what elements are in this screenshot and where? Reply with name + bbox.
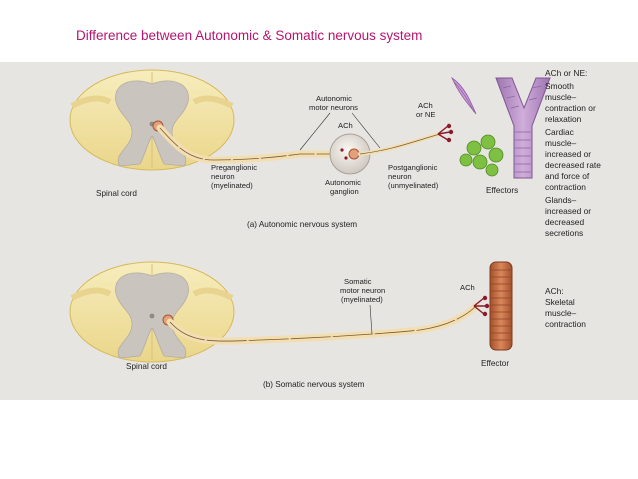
preganglionic-label-1: Preganglionic bbox=[211, 163, 257, 172]
spinal-cord-cross-section-a bbox=[69, 69, 235, 171]
nervous-system-diagram: Spinal cord Autonomic motor neurons bbox=[69, 68, 601, 389]
side-note-a-3: muscle– bbox=[545, 92, 577, 102]
smooth-muscle-organ bbox=[495, 77, 551, 179]
side-note-a-8: increased or bbox=[545, 149, 591, 159]
side-note-a-9: decreased rate bbox=[545, 160, 601, 170]
somatic-motor-neuron-label-2: motor neuron bbox=[340, 286, 385, 295]
side-note-a-14: decreased bbox=[545, 217, 584, 227]
side-note-a-1: ACh or NE: bbox=[545, 68, 587, 78]
side-note-a-2: Smooth bbox=[545, 81, 574, 91]
postganglionic-label-1: Postganglionic bbox=[388, 163, 438, 172]
ach-or-ne-label-1: ACh bbox=[418, 101, 433, 110]
autonomic-ganglion-label-1: Autonomic bbox=[325, 178, 361, 187]
somatic-motor-neuron-label-3: (myelinated) bbox=[341, 295, 383, 304]
spinal-cord-label-b: Spinal cord bbox=[126, 362, 167, 371]
somatic-ach-label: ACh bbox=[460, 283, 475, 292]
somatic-motor-neuron-label-1: Somatic bbox=[344, 277, 372, 286]
side-note-a-15: secretions bbox=[545, 228, 583, 238]
spinal-cord-label-a: Spinal cord bbox=[96, 189, 137, 198]
side-note-b-3: muscle– bbox=[545, 308, 577, 318]
slide-title: Difference between Autonomic & Somatic n… bbox=[76, 28, 423, 43]
side-note-a-13: increased or bbox=[545, 206, 591, 216]
gland-cells bbox=[459, 134, 504, 177]
postganglionic-label-2: neuron bbox=[388, 172, 412, 181]
somatic-axon-terminal bbox=[473, 295, 490, 317]
panel-b-caption: (b) Somatic nervous system bbox=[263, 380, 365, 389]
side-note-b-2: Skeletal bbox=[545, 297, 575, 307]
skeletal-muscle-fiber bbox=[489, 261, 513, 351]
postganglionic-label-3: (unmyelinated) bbox=[388, 181, 439, 190]
somatic-effect-notes: ACh: Skeletal muscle– contraction bbox=[545, 286, 586, 329]
side-note-a-12: Glands– bbox=[545, 195, 577, 205]
autonomic-motor-neurons-label-2: motor neurons bbox=[309, 103, 358, 112]
side-note-a-5: relaxation bbox=[545, 114, 582, 124]
nervous-system-figure: Spinal cord Autonomic motor neurons bbox=[0, 62, 638, 400]
side-note-a-11: contraction bbox=[545, 182, 586, 192]
effectors-label: Effectors bbox=[486, 186, 518, 195]
side-note-b-1: ACh: bbox=[545, 286, 564, 296]
autonomic-effect-notes: ACh or NE: Smooth muscle– contraction or… bbox=[545, 68, 601, 238]
effector-label: Effector bbox=[481, 359, 509, 368]
autonomic-motor-neurons-label-1: Autonomic bbox=[316, 94, 352, 103]
preganglionic-label-2: neuron bbox=[211, 172, 235, 181]
autonomic-ganglion-label-2: ganglion bbox=[330, 187, 359, 196]
spinal-cord-cross-section-b bbox=[69, 261, 235, 363]
postganglionic-fiber bbox=[358, 132, 442, 156]
ganglion-ach-label: ACh bbox=[338, 121, 353, 130]
preganglionic-label-3: (myelinated) bbox=[211, 181, 253, 190]
side-note-a-10: and force of bbox=[545, 171, 590, 181]
side-note-a-4: contraction or bbox=[545, 103, 596, 113]
side-note-a-6: Cardiac bbox=[545, 127, 574, 137]
ach-or-ne-label-2: or NE bbox=[416, 110, 435, 119]
autonomic-axon-terminal bbox=[437, 123, 454, 143]
side-note-b-4: contraction bbox=[545, 319, 586, 329]
panel-a-caption: (a) Autonomic nervous system bbox=[247, 220, 357, 229]
side-note-a-7: muscle– bbox=[545, 138, 577, 148]
